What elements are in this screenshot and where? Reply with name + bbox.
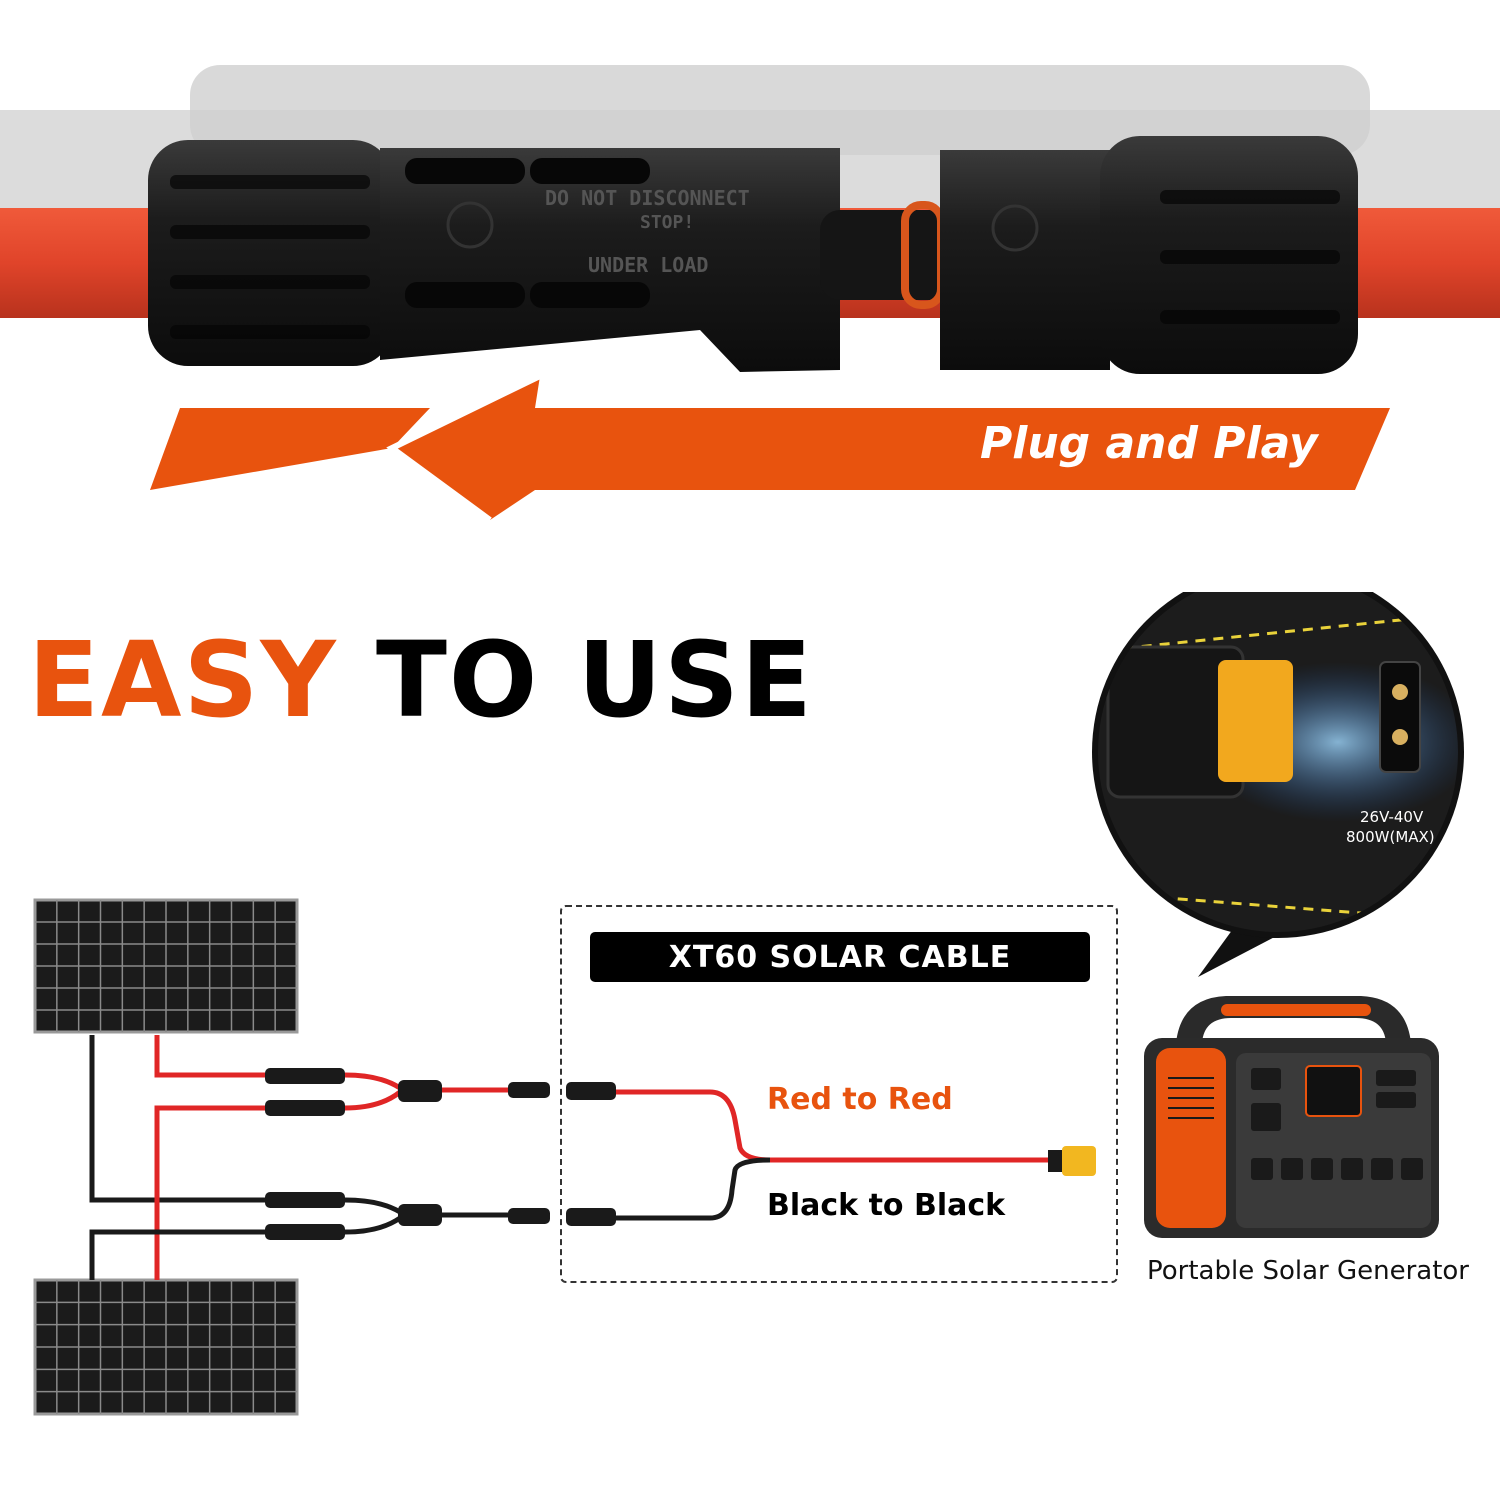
connector-warning-line1: DO NOT DISCONNECT	[545, 186, 750, 210]
wire-black-bottom	[89, 1229, 265, 1280]
mc4-connectors	[265, 1068, 616, 1240]
generator-display	[1305, 1065, 1362, 1117]
generator-handle	[1176, 996, 1411, 1043]
left-connector-body	[380, 148, 840, 372]
xt60-plug-body	[1048, 1150, 1064, 1172]
headline-accent: EASY	[28, 619, 338, 741]
xt60-socket	[1379, 661, 1421, 773]
wire-red-top	[154, 1035, 265, 1078]
connector-warning-line3: UNDER LOAD	[588, 253, 708, 277]
solar-panel-top	[33, 898, 299, 1034]
connector-pin	[820, 210, 970, 300]
plug-and-play-label: Plug and Play	[980, 418, 1318, 469]
cable-title: XT60 SOLAR CABLE	[590, 932, 1090, 982]
red-to-red-label: Red to Red	[767, 1082, 953, 1117]
headline: EASY TO USE	[28, 628, 814, 732]
cable-black-lead	[615, 1157, 771, 1221]
wire-red-bottom	[154, 1105, 265, 1280]
black-to-black-label: Black to Black	[767, 1188, 1006, 1223]
cable-box	[560, 905, 1118, 1283]
connector-warning-line2: STOP!	[640, 212, 694, 233]
headline-main: TO USE	[375, 619, 814, 741]
right-connector-body	[940, 150, 1110, 370]
port-power-rating: 800W(MAX)	[1346, 828, 1435, 846]
portable-generator-image	[1144, 996, 1439, 1238]
plug-and-play-arrow	[150, 376, 1390, 520]
left-nut	[148, 140, 393, 366]
generator-caption: Portable Solar Generator	[1146, 1256, 1470, 1286]
port-voltage-rating: 26V-40V	[1360, 808, 1424, 826]
xt60-plug	[1062, 1146, 1096, 1176]
connector-hero-image: DO NOT DISCONNECT STOP! UNDER LOAD	[0, 65, 1500, 523]
wire-black-top	[89, 1035, 265, 1203]
wiring-diagram	[33, 898, 1096, 1416]
solar-panel-bottom	[33, 1278, 299, 1416]
port-closeup-bubble: 26V-40V 800W(MAX)	[1092, 592, 1464, 977]
